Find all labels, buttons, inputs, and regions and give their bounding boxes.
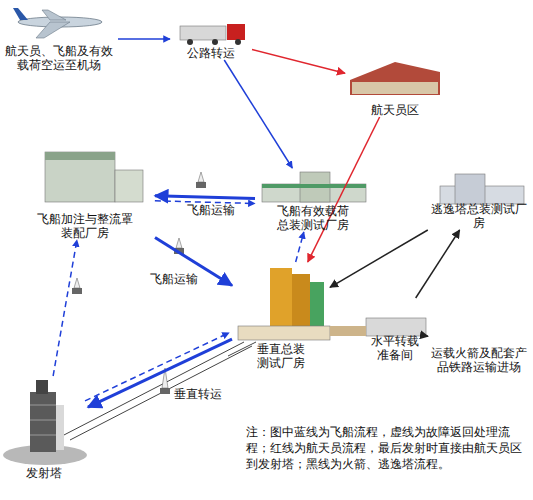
edge-label: 飞船运输 (150, 272, 198, 286)
flow-arrow (252, 49, 345, 73)
building-label: 发射塔 (26, 466, 62, 480)
building-label: 公路转运 (187, 46, 235, 60)
building-node: 运载火箭及配套产品铁路运输进场 (425, 318, 533, 374)
airplane (13, 8, 102, 38)
flow-arrow (118, 38, 170, 40)
building (45, 152, 143, 202)
flow-arrow (155, 196, 255, 199)
flow-arrow (88, 339, 232, 407)
building-label: 运载火箭及配套产品铁路运输进场 (429, 346, 529, 374)
building-node: 航天员区 (345, 55, 445, 117)
building-node: 公路转运 (170, 18, 252, 60)
building-label: 航天员区 (371, 103, 419, 117)
flow-arrow (224, 60, 292, 168)
building-label: 逃逸塔总装测试厂房 (429, 202, 529, 230)
flow-arrow (308, 117, 380, 262)
launch-tower (3, 380, 87, 465)
building-node: 飞船加注与整流罩装配厂房 (15, 148, 155, 240)
building-label: 飞船有效载荷总装测试厂房 (273, 204, 353, 232)
building-node: 水平转载准备间 (362, 298, 428, 362)
flow-arrow (85, 333, 229, 401)
building (440, 174, 524, 204)
building (262, 172, 366, 202)
building-node: 飞船有效载荷总装测试厂房 (255, 168, 370, 232)
edge-label: 垂直转运 (174, 387, 222, 401)
building-label: 航天员、飞船及有效载荷空运至机场 (3, 44, 115, 72)
building-node: 逃逸塔总装测试厂房 (425, 170, 533, 230)
building-label: 垂直总装测试厂房 (253, 342, 309, 370)
building (238, 268, 330, 340)
flow-arrow (155, 201, 255, 204)
flow-arrow (330, 230, 428, 287)
edge-label: 飞船运输 (187, 203, 235, 217)
building-label: 水平转载准备间 (367, 334, 423, 362)
flow-arrow (296, 232, 304, 262)
building-label: 飞船加注与整流罩装配厂房 (35, 212, 135, 240)
flow-arrow (416, 230, 460, 298)
truck (180, 24, 245, 45)
transport-vehicle (72, 172, 206, 394)
rail-track (62, 342, 256, 440)
building (350, 62, 440, 95)
building (330, 318, 426, 336)
note-text: 注：图中蓝线为飞船流程，虚线为故障返回处理流程；红线为航天员流程，最后发射时直接… (246, 424, 530, 472)
building-node: 发射塔 (0, 376, 88, 480)
flow-arrow (53, 240, 77, 376)
building-node: 航天员、飞船及有效载荷空运至机场 (0, 6, 118, 72)
flow-arrow (425, 335, 428, 337)
building-node: 垂直总装测试厂房 (232, 262, 330, 370)
